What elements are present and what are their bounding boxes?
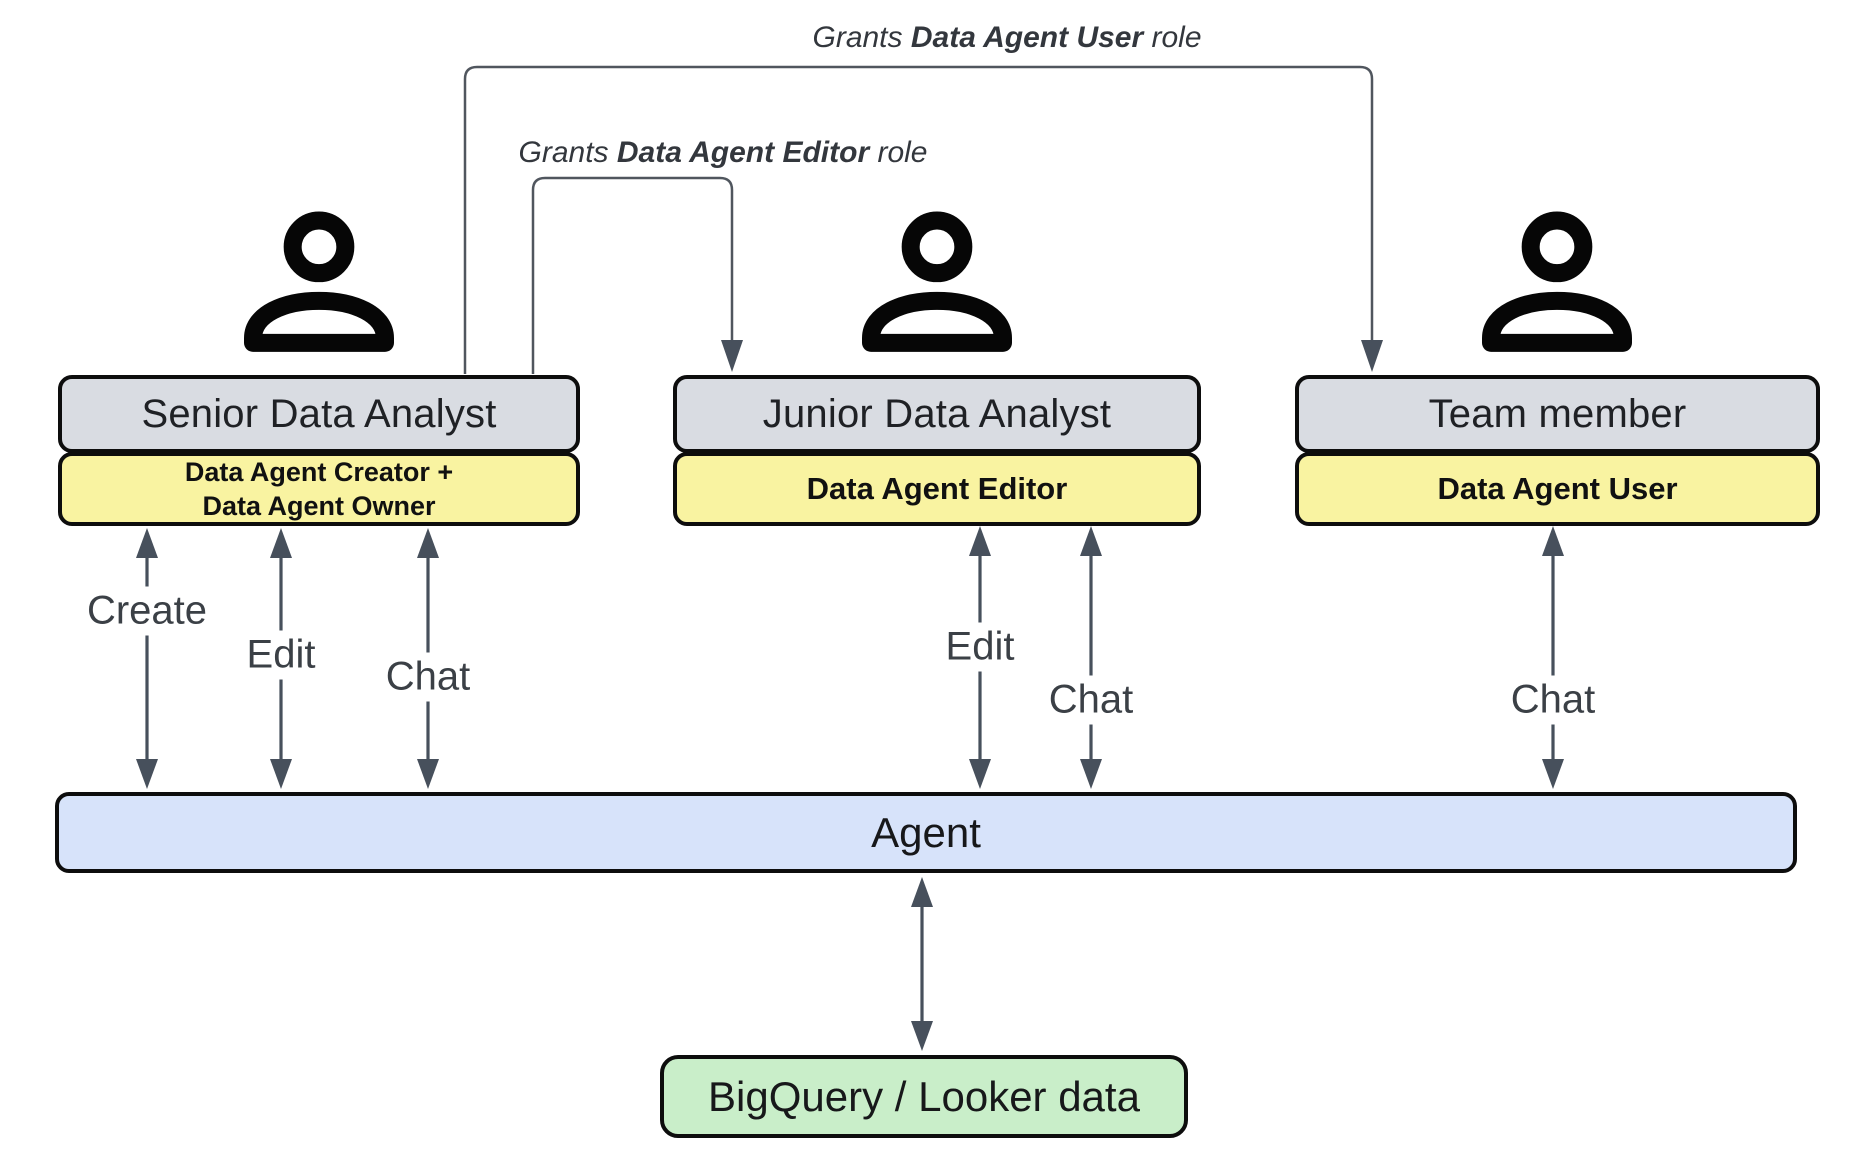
create-arrow [136,528,158,789]
grant-user-arrowhead [1361,340,1383,372]
person-icon [1482,211,1632,352]
junior-role-line1: Data Agent Editor [806,471,1068,506]
edit-label-senior: Edit [238,630,324,680]
grant-user-prefix: Grants [812,21,911,54]
team-member-title: Team member [1428,391,1687,436]
senior-analyst-title: Senior Data Analyst [141,391,497,436]
grant-editor-role: Data Agent Editor [616,136,870,169]
grant-editor-connector [531,176,734,374]
grant-user-connector [463,65,1374,374]
junior-analyst-box: Junior Data Analyst [673,375,1201,453]
agent-label: Agent [871,808,981,856]
junior-analyst-title: Junior Data Analyst [762,391,1112,436]
bigquery-looker-label: BigQuery / Looker data [708,1072,1140,1120]
edit-label-junior: Edit [937,622,1023,672]
senior-analyst-role-box: Data Agent Creator + Data Agent Owner [58,452,580,526]
senior-analyst-box: Senior Data Analyst [58,375,580,453]
junior-analyst-role-box: Data Agent Editor [673,452,1201,526]
bigquery-looker-box: BigQuery / Looker data [660,1055,1188,1138]
grant-editor-suffix: role [869,136,928,169]
agent-box: Agent [55,792,1797,873]
team-member-role-box: Data Agent User [1295,452,1820,526]
team-role-line1: Data Agent User [1437,471,1678,506]
grant-user-role: Data Agent User [910,21,1144,54]
chat-arrow-team [1542,526,1564,789]
create-label: Create [78,586,216,636]
senior-role-line2: Data Agent Owner [202,491,436,521]
grant-editor-label: Grants Data Agent Editor role [512,136,934,170]
person-icon [862,211,1012,352]
grant-editor-prefix: Grants [518,136,617,169]
person-icon [244,211,394,352]
grant-user-label: Grants Data Agent User role [806,21,1208,55]
agent-data-arrow [911,877,933,1051]
chat-arrow-junior [1080,526,1102,789]
senior-role-line1: Data Agent Creator + [184,457,454,487]
chat-label-senior: Chat [377,652,479,702]
team-member-box: Team member [1295,375,1820,453]
chat-label-junior: Chat [1040,675,1142,725]
chat-label-team: Chat [1502,675,1604,725]
grant-user-suffix: role [1143,21,1202,54]
grant-editor-arrowhead [721,340,743,372]
